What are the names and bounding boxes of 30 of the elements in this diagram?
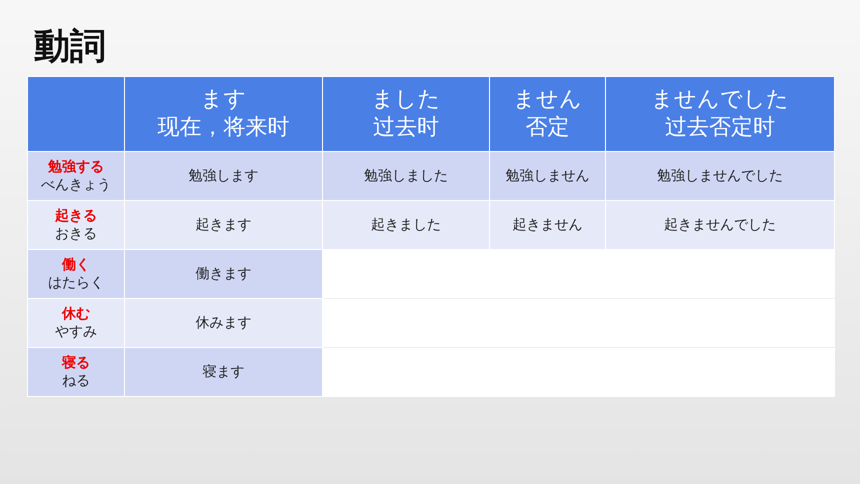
column-heading: ませんでした	[650, 86, 790, 114]
table-cell: 勉強します	[124, 152, 322, 200]
verb-dictionary-form: 働く	[60, 256, 91, 274]
verb-reading: おきる	[54, 225, 98, 243]
verb-reading: はたらく	[47, 274, 105, 292]
verb-dictionary-form: 起きる	[54, 207, 98, 225]
column-subheading: 过去时	[372, 114, 440, 142]
table-cell: 起きました	[322, 200, 490, 250]
column-subheading: 否定	[524, 114, 570, 142]
table-cell: 起きませんでした	[606, 200, 834, 250]
verb-reading: ねる	[61, 372, 91, 390]
table-cell: 起きません	[490, 200, 606, 250]
table-cell: 働きます	[124, 250, 322, 298]
table-cell: 休みます	[124, 298, 322, 348]
verb-reading: やすみ	[54, 323, 98, 341]
page-title: 動詞	[34, 25, 106, 69]
column-subheading: 过去否定时	[664, 114, 776, 142]
column-heading: ません	[512, 86, 583, 114]
verb-dictionary-form: 勉強する	[46, 158, 105, 176]
verb-dictionary-form: 休む	[60, 305, 91, 323]
verb-dictionary-form: 寝る	[60, 354, 91, 372]
verb-reading: べんきょう	[40, 176, 112, 194]
table-cell: 勉強しませんでした	[606, 152, 834, 200]
table-cell: 起きます	[124, 200, 322, 250]
column-heading: ました	[370, 86, 442, 114]
table-cell: 勉強しません	[490, 152, 606, 200]
column-heading: ます	[200, 86, 248, 114]
column-subheading: 现在，将来时	[156, 114, 290, 142]
table-cell: 勉強しました	[322, 152, 490, 200]
table-cell: 寝ます	[124, 348, 322, 396]
